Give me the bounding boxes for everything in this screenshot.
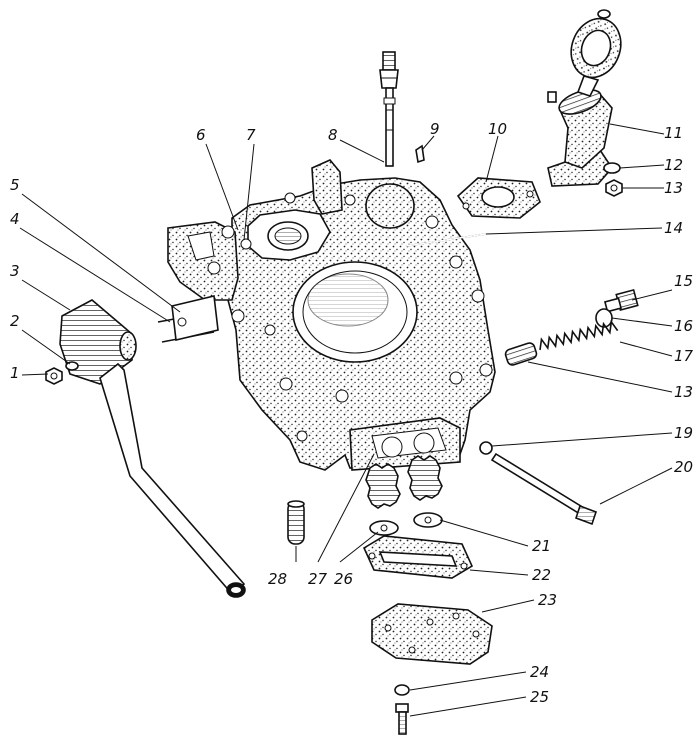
callout-8: 8 (328, 126, 338, 144)
bolt-part-25 (395, 703, 409, 735)
callout-20: 20 (674, 458, 693, 476)
gasket-part-22 (362, 535, 474, 579)
callout-15: 15 (674, 272, 693, 290)
washer-part-24 (394, 684, 410, 696)
callout-26: 26 (334, 570, 353, 588)
washer-part-2 (65, 361, 79, 371)
callout-14: 14 (664, 219, 683, 237)
cover-part-23 (371, 603, 493, 665)
callout-16: 16 (674, 317, 693, 335)
callout-9: 9 (430, 120, 440, 138)
stud-part-14 (405, 233, 487, 247)
callout-11: 11 (664, 124, 683, 142)
bolt-part-20 (490, 452, 598, 526)
leader-lines (19, 123, 673, 717)
gasket-part-10 (456, 177, 541, 219)
callout-5: 5 (10, 176, 20, 194)
plug-part-15 (603, 288, 639, 313)
callout-25: 25 (530, 688, 549, 706)
callout-24: 24 (530, 663, 549, 681)
callout-4: 4 (10, 210, 20, 228)
spring-part-17 (539, 319, 619, 351)
callout-2: 2 (10, 312, 20, 330)
callout-18: 13 (674, 383, 693, 401)
callout-12: 12 (664, 156, 683, 174)
strainer-part-3 (59, 299, 246, 598)
washer-part-19 (479, 441, 493, 455)
bracket-part-5 (171, 295, 219, 341)
callout-22: 22 (532, 566, 551, 584)
gear-part-26 (365, 463, 401, 536)
gear-part-21 (407, 455, 443, 528)
nut-part-13 (605, 179, 623, 197)
callout-3: 3 (10, 262, 20, 280)
callout-1: 1 (10, 364, 20, 382)
callout-28: 28 (268, 570, 287, 588)
callout-17: 17 (674, 347, 694, 365)
shaft-part-8 (379, 51, 399, 167)
callout-27: 27 (308, 570, 328, 588)
filler-neck-part-11 (547, 9, 622, 187)
plunger-part-18 (504, 342, 538, 366)
housing-body (167, 159, 496, 471)
callout-7: 7 (246, 126, 256, 144)
callout-23: 23 (538, 591, 557, 609)
washer-part-12 (603, 162, 621, 174)
callout-labels: 1 2 3 4 5 6 7 8 9 10 11 12 13 14 15 16 1… (10, 120, 694, 706)
callout-21: 21 (532, 537, 551, 555)
callout-10: 10 (488, 120, 507, 138)
callout-6: 6 (196, 126, 206, 144)
nut-part-1 (45, 367, 63, 385)
dowel-part-28 (287, 500, 305, 545)
callout-13: 13 (664, 179, 683, 197)
callout-19: 19 (674, 424, 693, 442)
